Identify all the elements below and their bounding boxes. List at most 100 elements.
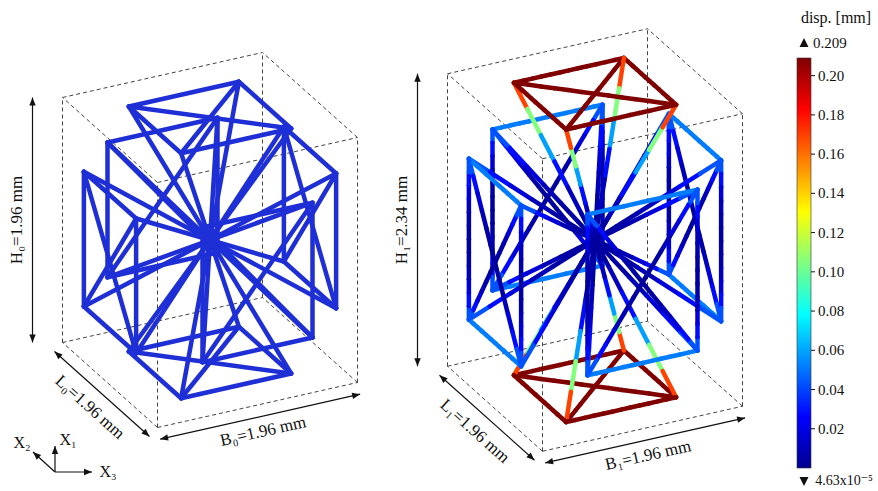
strut-segment xyxy=(581,185,586,203)
bounding-box-edge xyxy=(543,406,743,451)
strut-segment xyxy=(571,148,576,166)
strut-segment xyxy=(566,420,575,422)
strut-segment xyxy=(609,119,614,149)
strut-segment xyxy=(519,353,524,366)
arrowhead xyxy=(29,98,35,106)
strut-segment xyxy=(649,127,663,150)
strut xyxy=(129,352,291,374)
bounding-box-edge xyxy=(157,183,158,428)
colorbar-title: disp. [mm] xyxy=(801,10,871,26)
bounding-box-edge xyxy=(262,53,263,298)
strut-segment xyxy=(600,127,601,150)
strut-segment xyxy=(575,136,584,151)
arrowhead xyxy=(545,458,554,464)
colorbar-tick xyxy=(811,389,815,390)
strut-segment xyxy=(643,267,652,282)
colorbar-tick-label: 0.04 xyxy=(818,382,844,397)
arrowhead xyxy=(414,358,420,366)
axis-arrow xyxy=(33,452,55,472)
strut-segment xyxy=(597,344,606,359)
strut-segment xyxy=(511,244,520,259)
dimension-label: B₁=1.96 mm xyxy=(604,437,693,473)
strut-segment xyxy=(499,280,503,297)
arrowhead xyxy=(526,452,534,460)
strut-segment xyxy=(636,150,650,173)
colorbar-tick-label: 0.02 xyxy=(818,421,844,436)
strut-segment xyxy=(593,263,594,286)
strut-segment xyxy=(594,240,595,263)
colorbar-tick xyxy=(811,114,815,115)
strut-segment xyxy=(699,235,703,252)
strut-segment xyxy=(622,172,636,195)
colorbar-tick-label: 0.06 xyxy=(818,343,844,358)
strut-segment xyxy=(584,120,593,135)
strut-segment xyxy=(646,206,663,214)
strut-segment xyxy=(576,331,581,361)
strut-segment xyxy=(658,281,679,295)
colorbar-tick-label: 0.14 xyxy=(818,186,844,201)
strut-segment xyxy=(624,298,633,313)
axis-label: X₂ xyxy=(13,435,30,451)
strut-segment xyxy=(502,259,511,274)
strut-segment xyxy=(678,148,682,165)
strut-segment xyxy=(663,198,680,206)
strut-segment xyxy=(527,166,544,184)
colorbar-tick xyxy=(811,75,815,76)
strut xyxy=(334,174,339,309)
arrowhead xyxy=(33,452,41,460)
strut-segment xyxy=(700,308,721,322)
colorbar-tick xyxy=(811,428,815,429)
strut-segment xyxy=(629,215,646,223)
arrowhead xyxy=(54,351,62,359)
strut-segment xyxy=(591,285,592,308)
strut-segment xyxy=(490,172,511,186)
strut-segment xyxy=(606,329,615,344)
strut-segment xyxy=(700,160,721,173)
bounding-box-edge xyxy=(447,74,448,367)
strut-segment xyxy=(712,287,716,304)
strut-segment xyxy=(652,252,661,267)
strut-segment xyxy=(633,283,642,298)
strut xyxy=(82,172,87,307)
strut-segment xyxy=(612,223,629,231)
colorbar-min-label: 4.63x10⁻⁵ xyxy=(815,474,873,488)
strut-segment xyxy=(478,193,482,210)
strut-segment xyxy=(661,236,670,251)
colorbar-max-label: 0.209 xyxy=(813,36,847,51)
bounding-box-edge xyxy=(448,74,543,159)
strut-segment xyxy=(609,295,614,313)
axis-label: X₃ xyxy=(99,464,116,480)
strut-segment xyxy=(679,174,700,187)
strut xyxy=(129,107,291,374)
strut-segment xyxy=(512,332,516,349)
strut xyxy=(129,107,291,129)
colorbar-tick-label: 0.16 xyxy=(818,147,844,162)
colorbar-tick xyxy=(811,154,815,155)
strut-segment xyxy=(566,127,575,129)
strut-segment xyxy=(553,253,574,266)
strut-segment xyxy=(679,205,688,220)
strut-segment xyxy=(495,263,499,280)
colorbar-tick xyxy=(811,311,815,312)
dimension-label: H₁=2.34 mm xyxy=(392,176,409,264)
dimension-line xyxy=(32,98,33,343)
strut-segment xyxy=(558,282,570,303)
bounding-box-edge xyxy=(357,138,358,383)
strut-segment xyxy=(588,360,597,375)
strut xyxy=(284,127,336,309)
colorbar-tick-label: 0.18 xyxy=(818,107,844,122)
min-marker xyxy=(800,477,809,486)
dimension-label: B₀=1.96 mm xyxy=(219,413,308,449)
colorbar-tick-label: 0.08 xyxy=(818,304,844,319)
strut-segment xyxy=(598,172,599,195)
colorbar-tick xyxy=(811,271,815,272)
strut-segment xyxy=(663,371,677,397)
strut-segment xyxy=(508,314,512,331)
strut-segment xyxy=(473,176,477,193)
arrowhead xyxy=(52,446,58,454)
arrowhead xyxy=(414,74,420,82)
bounding-box-edge xyxy=(648,29,743,114)
colorbar-tick-label: 0.20 xyxy=(818,68,844,83)
strut-segment xyxy=(554,161,568,187)
